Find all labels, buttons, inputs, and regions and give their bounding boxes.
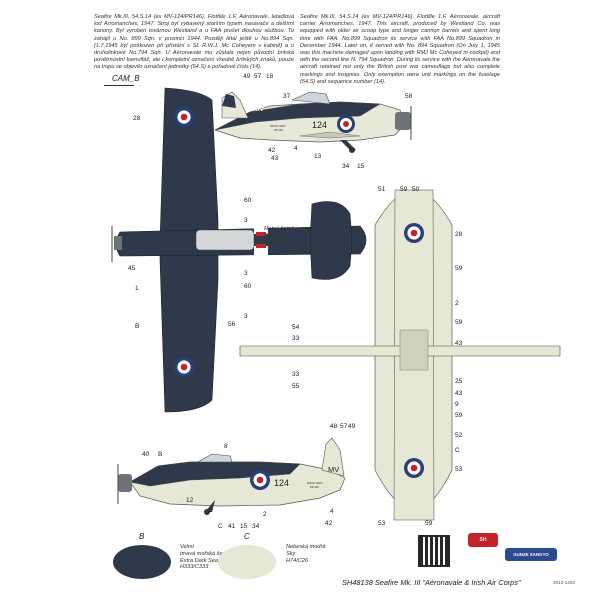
callout: 4 [294,145,298,152]
callout: 34 [252,523,260,530]
callout: 3 [244,270,248,277]
callout: 37 [283,93,291,100]
callout: 59 [455,265,463,272]
paint-note: Matná černá Flat Black H12/C33 [264,226,294,246]
callout: 53 [378,520,386,527]
callout: 59 [455,319,463,326]
callout: 52 [455,432,463,439]
callout: 53 [455,466,463,473]
top-view [111,87,367,413]
callout: 43 [455,340,463,347]
callout: C [218,523,223,530]
fuselage-number: 124 [312,120,327,130]
callout: 55 [292,383,300,390]
callout: C [455,447,460,454]
callout: 40 [142,451,150,458]
callouts-bottom-view: 51 59 50 28 59 2 59 43 25 43 9 59 52 C 5… [378,186,463,527]
side-view-top: 124 MV ROYAL NAVY PR 146 [214,91,412,153]
product-title: SH48138 Seafire Mk. III “Aéronavale & Ir… [342,578,521,587]
description-czech: Seafire Mk.III, 54.S.14 (ex MV-124/PR146… [94,14,294,71]
callouts-top-view: 28 60 3 45 3 60 1 B 3 [128,115,252,330]
callout: 1 [135,285,139,292]
serial-royal-navy-lower: ROYAL NAVY [307,481,323,485]
description-english: Seafire Mk.III, 54.S.14 (ex MV-124/PR146… [300,14,500,85]
swatch-b-label: Velmi tmavá mořská šedo-šedá Extra Dark … [180,544,248,571]
callout: 59 [400,186,408,193]
product-code: 2013-1402 [553,580,575,585]
callout: 28 [133,115,141,122]
callout: 45 [128,265,136,272]
callout: 48 [330,423,338,430]
callout: 15 [240,523,248,530]
special-hobby-logo: SH [468,533,498,547]
callout: 25 [455,378,463,385]
callout: 59 [425,520,433,527]
fuselage-number-lower: 124 [274,478,289,488]
callout: 3 [244,313,248,320]
callout: 2 [263,511,267,518]
serial-number-lower: PR 146 [310,485,319,489]
swatch-c-label: Nebeská modrá Sky H74/C26 [286,544,326,564]
callout: 49 [243,73,251,80]
bottom-view [239,189,561,521]
side-view-bottom: 124 MV ROYAL NAVY PR 146 [117,437,346,515]
callout: 3 [244,217,248,224]
callout: 2 [455,300,459,307]
callout: 42 [268,147,276,154]
callout: 34 [342,163,350,170]
callout: 51 [378,186,386,193]
callout: 4 [330,508,334,515]
callouts-side-bottom: 40 B 8 48 57 49 12 C 41 15 34 2 42 4 [142,423,356,530]
callout: 28 [455,231,463,238]
serial-royal-navy: ROYAL NAVY [270,124,286,128]
callouts-side-top: 49 57 18 37 58 42 43 4 13 34 15 [243,73,413,170]
callout: B [158,451,162,458]
callout: 41 [228,523,236,530]
callout: 57 [254,73,262,80]
callout: 12 [186,497,194,504]
callout: 49 [348,423,356,430]
callout: 59 [455,412,463,419]
callout: 33 [292,371,300,378]
callout: 57 [340,423,348,430]
qr-code [418,535,450,567]
callout: 60 [244,283,252,290]
callouts-tail-view: 56 54 33 33 55 [228,321,300,390]
swatch-b [113,545,171,579]
swatch-c [218,545,276,579]
callout: B [135,323,139,330]
callout: 42 [325,520,333,527]
callout: 9 [455,401,459,408]
camouflage-label: CAM_B [112,74,140,83]
callout: 56 [228,321,236,328]
camouflage-label-underline [104,85,134,86]
callout: 43 [271,155,279,162]
swatch-c-letter: C [244,532,250,541]
callout: 33 [292,335,300,342]
code-letters-lower: MV [328,465,339,474]
callout: 13 [314,153,322,160]
callout: 54 [292,324,300,331]
callout: 18 [266,73,274,80]
callout: 15 [357,163,365,170]
serial-number: PR 146 [274,128,283,132]
callout: 58 [405,93,413,100]
callout: 8 [224,443,228,450]
swatch-b-letter: B [139,532,145,541]
callout: 43 [455,390,463,397]
callout: 60 [244,197,252,204]
code-letters: MV [253,104,264,113]
gunze-logo: GUNZE SANGYO [505,548,557,561]
callout: 50 [412,186,420,193]
